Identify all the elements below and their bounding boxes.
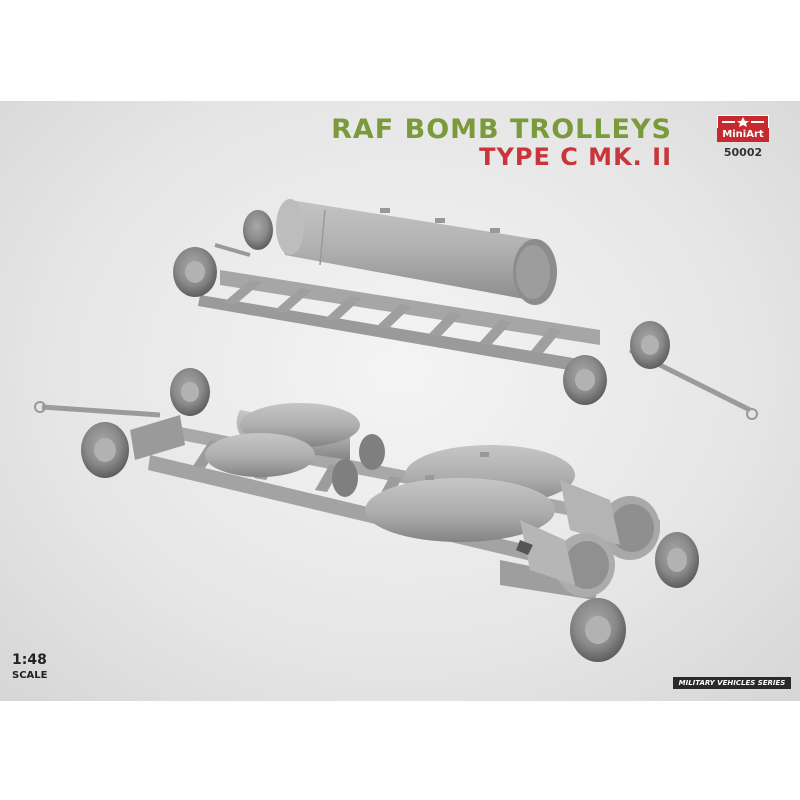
brand-logo-text: MiniArt [717,128,769,142]
product-title: RAF BOMB TROLLEYS [331,114,672,145]
product-code: 50002 [723,146,763,159]
star-emblem-icon [722,117,764,127]
product-subtitle: TYPE C MK. II [479,143,672,171]
scale-ratio: 1:48 [12,652,47,668]
scale-label: SCALE [12,670,48,681]
series-banner: MILITARY VEHICLES SERIES [673,677,791,689]
product-panel [0,101,800,701]
lower-trolley [34,368,699,662]
upper-trolley [173,199,758,420]
